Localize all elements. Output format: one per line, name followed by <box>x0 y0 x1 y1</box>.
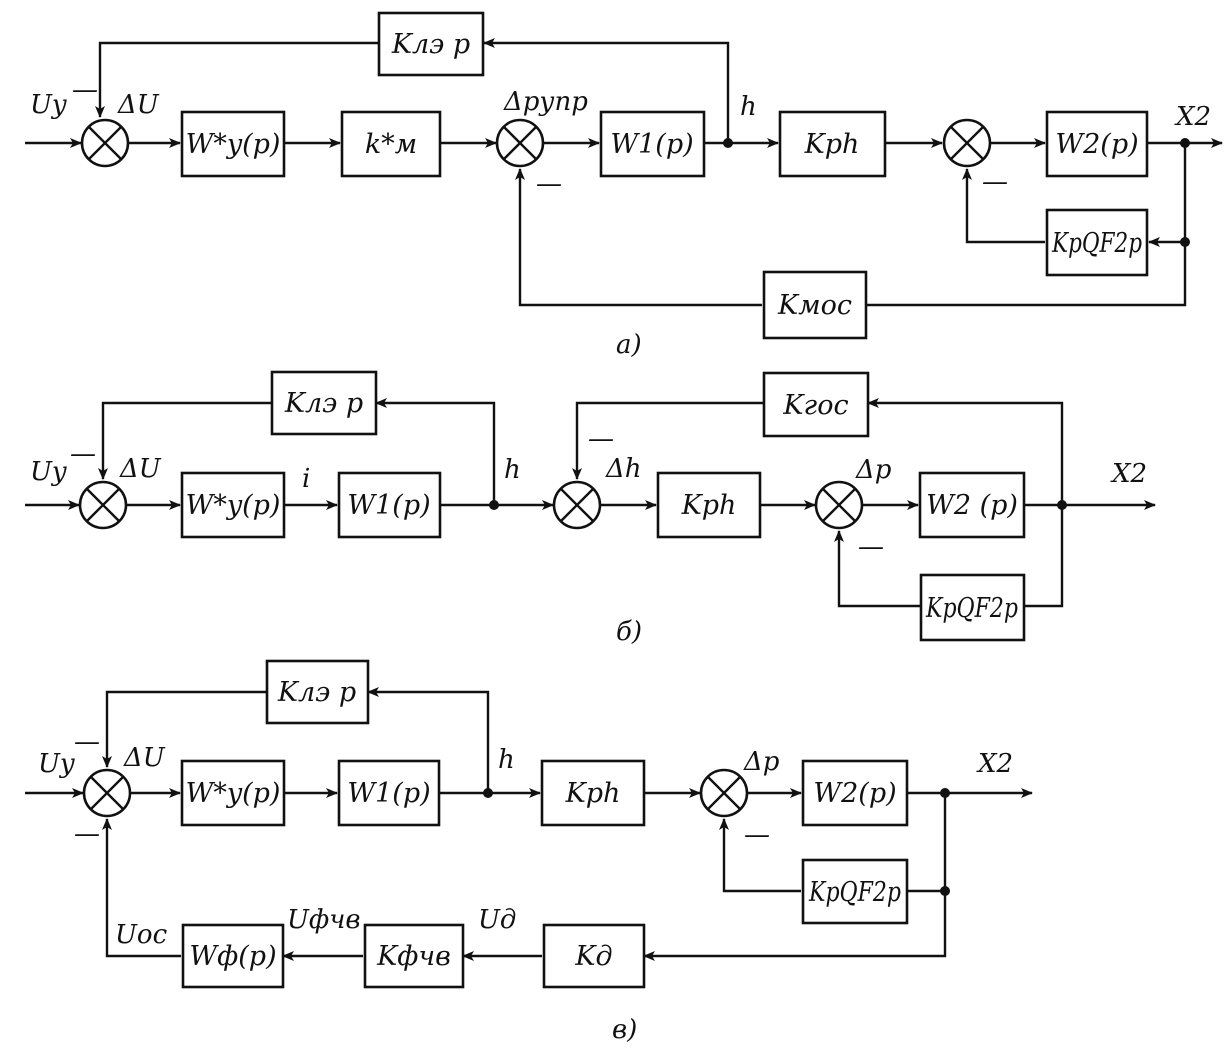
block-k-ph-label: Kph <box>565 778 621 809</box>
diagram-c-wires <box>25 687 1033 961</box>
diagram-a: Kлэ p W*y(p) k*м W1(p) Kph W2(p) KpQF2p <box>25 11 1223 360</box>
block-w2: W2(p) <box>801 759 909 827</box>
block-k-d-label: Kд <box>574 941 612 972</box>
block-k-m-label: k*м <box>365 129 417 160</box>
caption-b: б) <box>616 617 642 647</box>
block-w-u-label: W*y(p) <box>186 129 281 160</box>
label-du: ΔU <box>119 454 162 484</box>
label-u-y: Uy <box>38 749 75 779</box>
block-k-d: Kд <box>542 923 646 989</box>
caption-a: а) <box>616 330 642 360</box>
block-k-le: Kлэ p <box>270 370 378 436</box>
label-h: h <box>504 455 521 485</box>
label-minus: — <box>588 424 614 454</box>
summing-junction <box>552 480 602 530</box>
block-k-mos: Kмос <box>762 270 868 340</box>
block-w-f: Wф(p) <box>181 923 285 989</box>
block-w2: W2(p) <box>1045 110 1149 178</box>
summing-junction <box>80 118 130 168</box>
label-h: h <box>498 745 515 775</box>
block-k-le-label: Kлэ p <box>277 677 356 708</box>
label-x2: X2 <box>1174 102 1211 132</box>
label-minus: — <box>74 727 100 757</box>
label-du: ΔU <box>123 743 166 773</box>
label-u-os: Uос <box>115 920 168 950</box>
block-k-ph-label: Kph <box>804 129 860 160</box>
label-minus: — <box>982 167 1008 197</box>
diagram-b-wires <box>25 398 1156 608</box>
block-w1-label: W1(p) <box>347 778 430 809</box>
label-x2: X2 <box>976 749 1013 779</box>
block-k-pq: KpQF2p <box>801 858 909 925</box>
summing-junction <box>814 480 864 530</box>
label-minus: — <box>74 819 100 849</box>
label-i: i <box>302 464 310 494</box>
block-w1: W1(p) <box>337 471 442 539</box>
label-h: h <box>740 92 757 122</box>
block-k-ph: Kph <box>540 759 646 827</box>
block-k-mos-label: Kмос <box>777 290 852 321</box>
label-dp: Δp <box>743 747 780 777</box>
label-u-d: Uд <box>478 905 516 935</box>
block-w2: W2 (p) <box>918 471 1026 539</box>
diagram-c: Kлэ p W*y(p) W1(p) Kph W2(p) KpQF2p Wф(p… <box>25 659 1033 1045</box>
diagram-b: Kлэ p W*y(p) W1(p) Kгос Kph W2 (p) KpQF2… <box>25 370 1156 647</box>
block-w2-label: W2(p) <box>813 778 896 809</box>
summing-junction <box>82 768 132 818</box>
block-k-le: Kлэ p <box>265 659 370 725</box>
block-k-ph: Kph <box>778 110 887 178</box>
label-x2: X2 <box>1110 459 1147 489</box>
label-u-y: Uy <box>30 457 67 487</box>
summing-junction <box>495 118 545 168</box>
block-w1-label: W1(p) <box>610 129 693 160</box>
label-dp: Δp <box>855 455 892 485</box>
block-k-pq-label: KpQF2p <box>808 877 901 908</box>
block-w1: W1(p) <box>599 110 706 178</box>
label-minus: — <box>858 532 884 562</box>
label-u-fchv: Uфчв <box>287 905 361 935</box>
block-w2-label: W2(p) <box>1055 129 1138 160</box>
summing-junction <box>699 768 749 818</box>
label-du: ΔU <box>117 90 160 120</box>
caption-c: в) <box>612 1015 637 1045</box>
label-u-y: Uy <box>30 90 67 120</box>
block-k-fchv: Kфчв <box>363 923 465 989</box>
block-k-gos: Kгос <box>762 371 870 438</box>
label-minus: — <box>70 439 96 469</box>
block-k-pq-label: KpQF2p <box>925 593 1018 624</box>
label-dp-upr: Δpупр <box>503 87 588 117</box>
block-k-le-label: Kлэ p <box>391 29 470 60</box>
block-w1-label: W1(p) <box>347 490 430 521</box>
summing-junction <box>78 480 128 530</box>
block-k-pq: KpQF2p <box>919 573 1026 642</box>
block-k-pq-label: KpQF2p <box>1051 228 1142 259</box>
label-minus: — <box>72 75 98 105</box>
block-w2-label: W2 (p) <box>926 490 1018 521</box>
block-w-f-label: Wф(p) <box>189 941 276 972</box>
block-w-u-label: W*y(p) <box>186 490 281 521</box>
block-w-u: W*y(p) <box>180 110 286 178</box>
label-minus: — <box>536 169 562 199</box>
block-k-ph-label: Kph <box>681 490 737 521</box>
block-k-le: Kлэ p <box>377 11 485 77</box>
block-w-u: W*y(p) <box>180 471 286 539</box>
block-w-u-label: W*y(p) <box>186 778 281 809</box>
summing-junction <box>942 118 992 168</box>
label-dh: Δh <box>605 454 642 484</box>
block-k-pq: KpQF2p <box>1045 208 1149 277</box>
block-k-le-label: Kлэ p <box>284 388 363 419</box>
block-w-u: W*y(p) <box>180 759 286 827</box>
block-k-m: k*м <box>340 110 442 178</box>
diagram-a-wires <box>25 38 1223 307</box>
block-k-ph: Kph <box>656 471 762 539</box>
label-minus: — <box>744 820 770 850</box>
block-w1: W1(p) <box>337 759 441 827</box>
block-k-fchv-label: Kфчв <box>376 941 451 972</box>
block-k-gos-label: Kгос <box>782 390 848 421</box>
